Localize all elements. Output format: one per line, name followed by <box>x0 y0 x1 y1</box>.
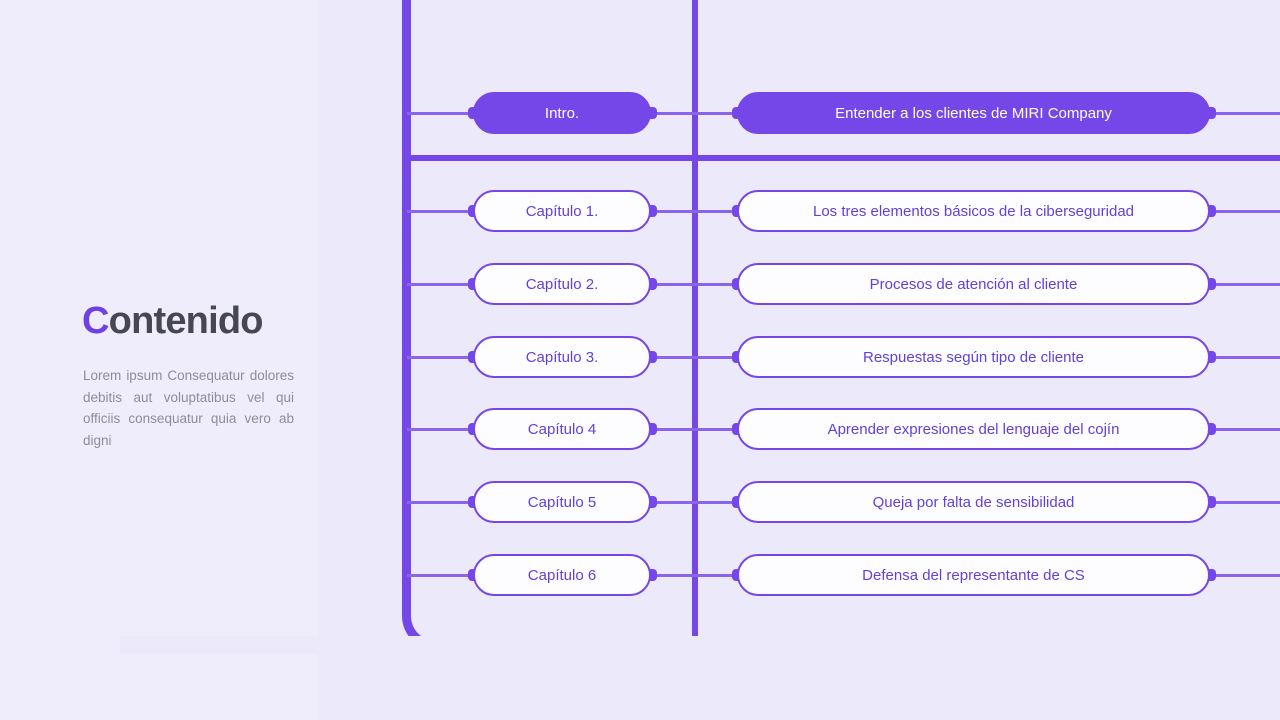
chapter-row-6-chapter-box-label: Capítulo 6 <box>527 566 597 584</box>
connector-line-tail <box>1208 210 1280 213</box>
connector-line-mid-b <box>696 501 740 504</box>
connector-line-tail <box>1208 283 1280 286</box>
chapter-row-2-chapter-box-label: Capítulo 2. <box>525 275 599 293</box>
diagram-panel: Intro. Entender a los clientes de MIRI Co… <box>318 0 1280 720</box>
chapter-row-4-chapter-box-label: Capítulo 4 <box>527 420 597 438</box>
connector-line-mid-b <box>696 428 740 431</box>
chapter-row-3-title-box-label: Respuestas según tipo de cliente <box>863 348 1084 366</box>
chapter-row-6-chapter-box[interactable]: Capítulo 6 <box>473 554 651 596</box>
header-divider-line <box>402 155 1280 161</box>
chapter-row-3-chapter-box-label: Capítulo 3. <box>525 348 599 366</box>
connector-line-mid-a <box>651 112 698 115</box>
page-title-rest: ontenido <box>108 300 264 342</box>
intro-paragraph: Lorem ipsum Consequatur dolores debitis … <box>83 368 294 448</box>
chapter-row-5-chapter-box-label: Capítulo 5 <box>527 493 597 511</box>
chapter-row-5-chapter-box[interactable]: Capítulo 5 <box>473 481 651 523</box>
connector-line-tail <box>1208 356 1280 359</box>
chapter-row-6-title-box-label: Defensa del representante de CS <box>862 566 1085 584</box>
chapter-row-1-title-box[interactable]: Los tres elementos básicos de la ciberse… <box>737 190 1210 232</box>
connector-line-mid-b <box>696 356 740 359</box>
connector-line-mid-b <box>696 574 740 577</box>
chapter-row-2-title-box[interactable]: Procesos de atención al cliente <box>737 263 1210 305</box>
connector-line-lead <box>407 501 475 504</box>
connector-line-mid-a <box>651 428 698 431</box>
chapter-row-3-title-box[interactable]: Respuestas según tipo de cliente <box>737 336 1210 378</box>
connector-line-lead <box>407 112 475 115</box>
page-title-accent-letter: C <box>82 300 109 342</box>
chapter-row-3-chapter-box[interactable]: Capítulo 3. <box>473 336 651 378</box>
chapter-row-4-chapter-box[interactable]: Capítulo 4 <box>473 408 651 450</box>
connector-line-lead <box>407 283 475 286</box>
connector-line-lead <box>407 428 475 431</box>
frame-bottom-mask <box>120 636 1280 654</box>
connector-line-mid-b <box>696 210 740 213</box>
connector-line-lead <box>407 356 475 359</box>
connector-line-lead <box>407 574 475 577</box>
header-row-title-box-label: Entender a los clientes de MIRI Company <box>835 104 1112 122</box>
connector-line-mid-a <box>651 501 698 504</box>
connector-line-mid-a <box>651 283 698 286</box>
chapter-row-5-title-box-label: Queja por falta de sensibilidad <box>872 493 1075 511</box>
chapter-row-1-title-box-label: Los tres elementos básicos de la ciberse… <box>812 202 1134 220</box>
connector-line-mid-b <box>696 112 740 115</box>
chapter-row-4-title-box-label: Aprender expresiones del lenguaje del co… <box>827 420 1120 438</box>
connector-line-tail <box>1208 574 1280 577</box>
chapter-row-2-title-box-label: Procesos de atención al cliente <box>869 275 1078 293</box>
chapter-row-5-title-box[interactable]: Queja por falta de sensibilidad <box>737 481 1210 523</box>
header-row-chapter-box-label: Intro. <box>544 104 580 122</box>
chapter-row-6-title-box[interactable]: Defensa del representante de CS <box>737 554 1210 596</box>
connector-line-tail <box>1208 112 1280 115</box>
connector-line-mid-a <box>651 356 698 359</box>
left-panel: Contenido Lorem ipsum Consequatur dolore… <box>0 0 318 720</box>
connector-line-mid-a <box>651 210 698 213</box>
connector-line-tail <box>1208 428 1280 431</box>
connector-line-lead <box>407 210 475 213</box>
page-title: Contenido <box>82 300 263 343</box>
connector-line-mid-a <box>651 574 698 577</box>
chapter-row-4-title-box[interactable]: Aprender expresiones del lenguaje del co… <box>737 408 1210 450</box>
column-divider-line <box>692 0 698 640</box>
header-row-chapter-box[interactable]: Intro. <box>473 92 651 134</box>
chapter-row-2-chapter-box[interactable]: Capítulo 2. <box>473 263 651 305</box>
chapter-row-1-chapter-box-label: Capítulo 1. <box>525 202 599 220</box>
connector-line-tail <box>1208 501 1280 504</box>
header-row-title-box[interactable]: Entender a los clientes de MIRI Company <box>737 92 1210 134</box>
chapter-row-1-chapter-box[interactable]: Capítulo 1. <box>473 190 651 232</box>
connector-line-mid-b <box>696 283 740 286</box>
